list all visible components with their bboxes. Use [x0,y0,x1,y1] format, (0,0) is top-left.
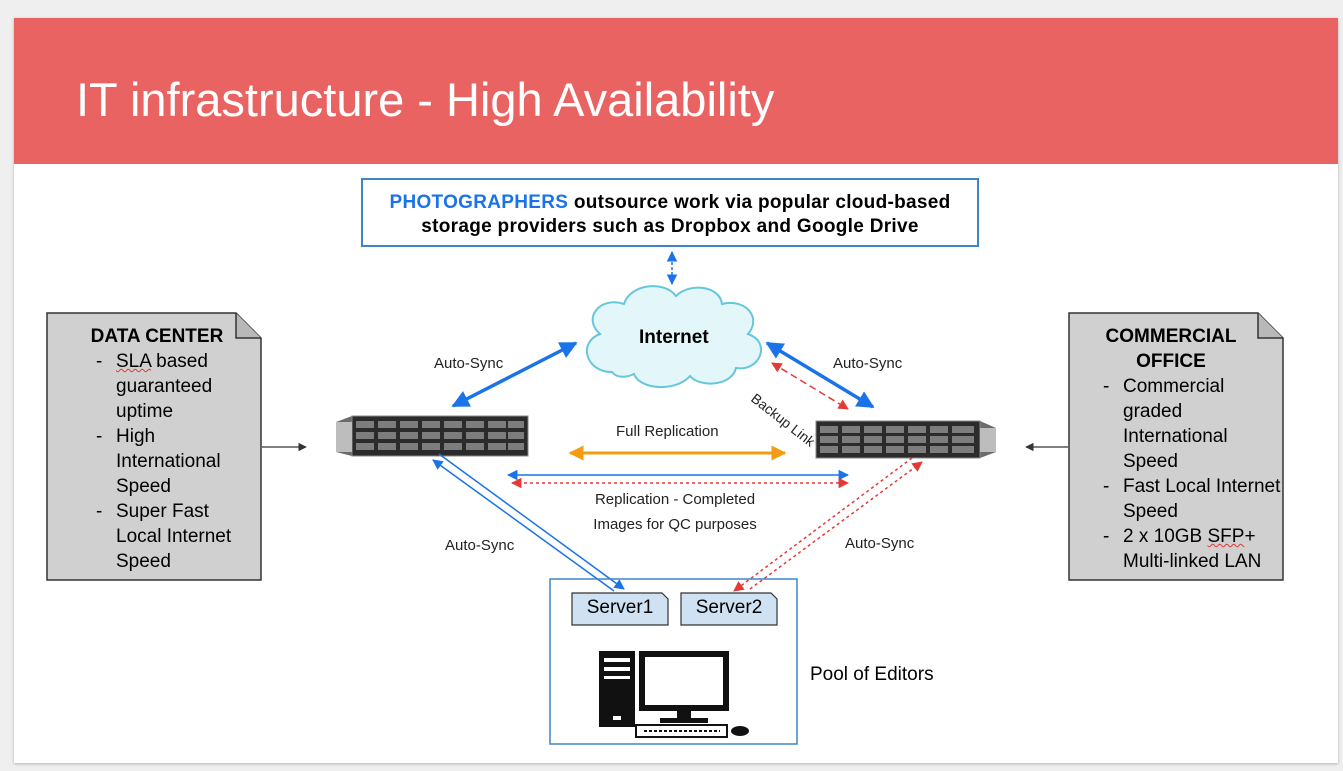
office-item: 2 x 10GB SFP+ Multi-linked LAN [1069,524,1281,574]
auto-sync-label: Auto-Sync [434,355,504,372]
auto-sync-label: Auto-Sync [833,355,903,372]
data-center-list: SLA based guaranteed uptime High Interna… [62,349,252,574]
data-center-item: High International Speed [62,424,252,499]
office-item: Fast Local Internet Speed [1069,474,1281,524]
data-center-item: SLA based guaranteed uptime [62,349,252,424]
data-center-title: DATA CENTER [90,326,224,347]
server1-sync-arrow-b [438,453,625,590]
title-bar [14,18,1338,164]
photographers-line1: outsource work via popular cloud-based [568,192,951,213]
commercial-office-list: Commercial graded International Speed Fa… [1069,374,1281,574]
server2-label: Server2 [695,597,763,618]
editors-box [549,578,798,745]
left-rack-server-icon [336,415,529,457]
cloud-left-sync-arrow [451,341,578,408]
server1-sync-arrow-a [432,459,615,592]
photographers-box: PHOTOGRAPHERS outsource work via popular… [361,178,979,247]
data-center-item: Super Fast Local Internet Speed [62,499,252,574]
auto-sync-label: Auto-Sync [845,535,915,552]
pool-of-editors-label: Pool of Editors [810,664,934,685]
photographers-line2: storage providers such as Dropbox and Go… [421,216,919,237]
server1-label: Server1 [586,597,654,618]
desktop-computer-icon [599,651,749,738]
full-replication-label: Full Replication [616,423,719,440]
auto-sync-label: Auto-Sync [445,537,515,554]
cloud-right-sync-arrow [765,341,875,409]
server2-sync-arrow-a [733,457,913,592]
backup-link-arrow [771,362,849,410]
internet-cloud-icon [585,285,763,389]
server2-tab-shape [680,592,778,626]
internet-label: Internet [639,327,709,348]
photographers-highlight: PHOTOGRAPHERS [389,192,569,213]
server1-tab-shape [571,592,669,626]
office-item: Commercial graded International Speed [1069,374,1281,474]
data-center-note: DATA CENTER SLA based guaranteed uptime … [62,324,252,574]
right-rack-server-icon [815,420,996,459]
slide-title: IT infrastructure - High Availability [76,73,775,126]
